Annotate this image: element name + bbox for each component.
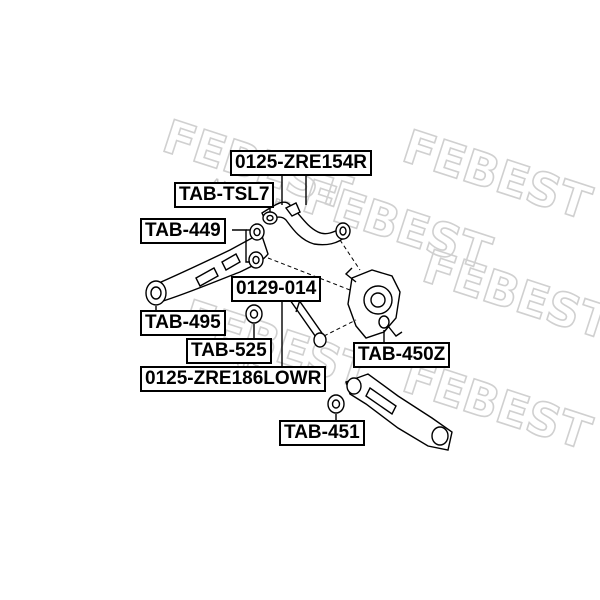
part-label-tab-495: TAB-495 — [140, 310, 226, 336]
part-label-0129-014: 0129-014 — [231, 276, 322, 302]
bushing-tab-449 — [248, 223, 265, 269]
watermark-text: FEBEST — [417, 239, 600, 350]
bushing-tab-525 — [245, 304, 263, 324]
part-label-0125-zre154r: 0125-ZRE154R — [230, 150, 373, 176]
steering-knuckle — [344, 267, 403, 339]
part-label-tab-450z: TAB-450Z — [353, 342, 451, 368]
part-label-tab-451: TAB-451 — [279, 420, 365, 446]
part-label-tab-449: TAB-449 — [140, 218, 226, 244]
leader-lines — [155, 175, 385, 420]
bushing-tab-tsl7 — [262, 211, 278, 225]
part-label-tab-tsl7: TAB-TSL7 — [174, 182, 275, 208]
lower-arm — [145, 235, 269, 306]
upper-control-arm — [261, 201, 351, 246]
part-label-0125-zre186lowr: 0125-ZRE186LOWR — [140, 366, 327, 392]
part-label-tab-525: TAB-525 — [186, 338, 272, 364]
assembly-lines — [267, 239, 361, 337]
lower-control-arm-rear — [345, 373, 453, 451]
bushing-tab-451 — [327, 394, 345, 414]
